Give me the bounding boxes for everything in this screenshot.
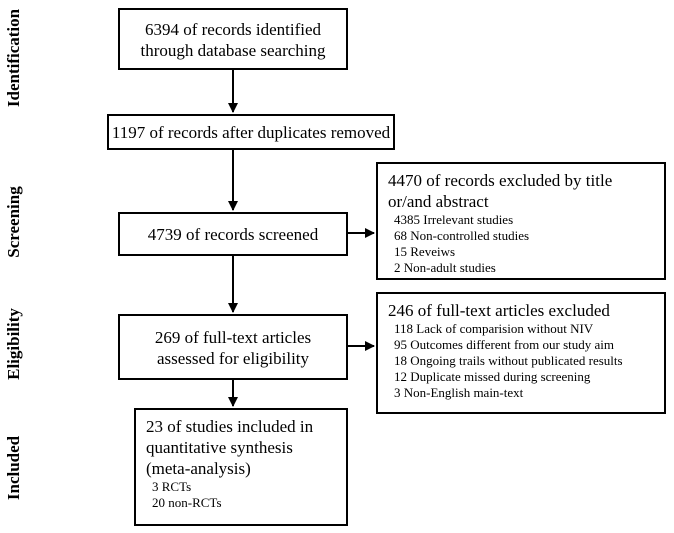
box-fulltext-excluded: 246 of full-text articles excluded 118 L… xyxy=(376,292,666,414)
excluded-title-item: 15 Reveiws xyxy=(394,244,456,259)
included-line3: (meta-analysis) xyxy=(146,459,251,478)
fulltext-excluded-item: 118 Lack of comparision without NIV xyxy=(394,321,594,336)
box-fulltext-assessed: 269 of full-text articles assessed for e… xyxy=(118,314,348,380)
box-studies-included: 23 of studies included in quantitative s… xyxy=(134,408,348,526)
fulltext-excluded-item: 3 Non-English main-text xyxy=(394,385,524,400)
fulltext-excluded-heading: 246 of full-text articles excluded xyxy=(388,301,610,320)
box-excluded-title-abstract: 4470 of records excluded by title or/and… xyxy=(376,162,666,280)
box-fulltext-assessed-line2: assessed for eligibility xyxy=(156,349,310,368)
box-after-duplicates-text: 1197 of records after duplicates removed xyxy=(111,123,391,142)
box-after-duplicates: 1197 of records after duplicates removed xyxy=(107,114,395,150)
included-item: 3 RCTs xyxy=(152,479,192,494)
box-fulltext-assessed-line1: 269 of full-text articles xyxy=(154,328,312,347)
box-records-screened: 4739 of records screened xyxy=(118,212,348,256)
excluded-title-heading-line2: or/and abstract xyxy=(388,192,489,211)
box-records-identified-line2: through database searching xyxy=(140,41,326,60)
excluded-title-item: 2 Non-adult studies xyxy=(394,260,496,275)
fulltext-excluded-item: 18 Ongoing trails without publicated res… xyxy=(394,353,623,368)
fulltext-excluded-item: 12 Duplicate missed during screening xyxy=(394,369,591,384)
included-line2: quantitative synthesis xyxy=(146,438,293,457)
excluded-title-item: 68 Non-controlled studies xyxy=(394,228,530,243)
box-records-screened-text: 4739 of records screened xyxy=(147,225,319,244)
box-records-identified: 6394 of records identified through datab… xyxy=(118,8,348,70)
excluded-title-heading-line1: 4470 of records excluded by title xyxy=(388,171,613,190)
included-item: 20 non-RCTs xyxy=(152,495,222,510)
included-line1: 23 of studies included in xyxy=(146,417,314,436)
excluded-title-item: 4385 Irrelevant studies xyxy=(394,212,514,227)
box-records-identified-line1: 6394 of records identified xyxy=(144,20,322,39)
fulltext-excluded-item: 95 Outcomes different from our study aim xyxy=(394,337,614,352)
